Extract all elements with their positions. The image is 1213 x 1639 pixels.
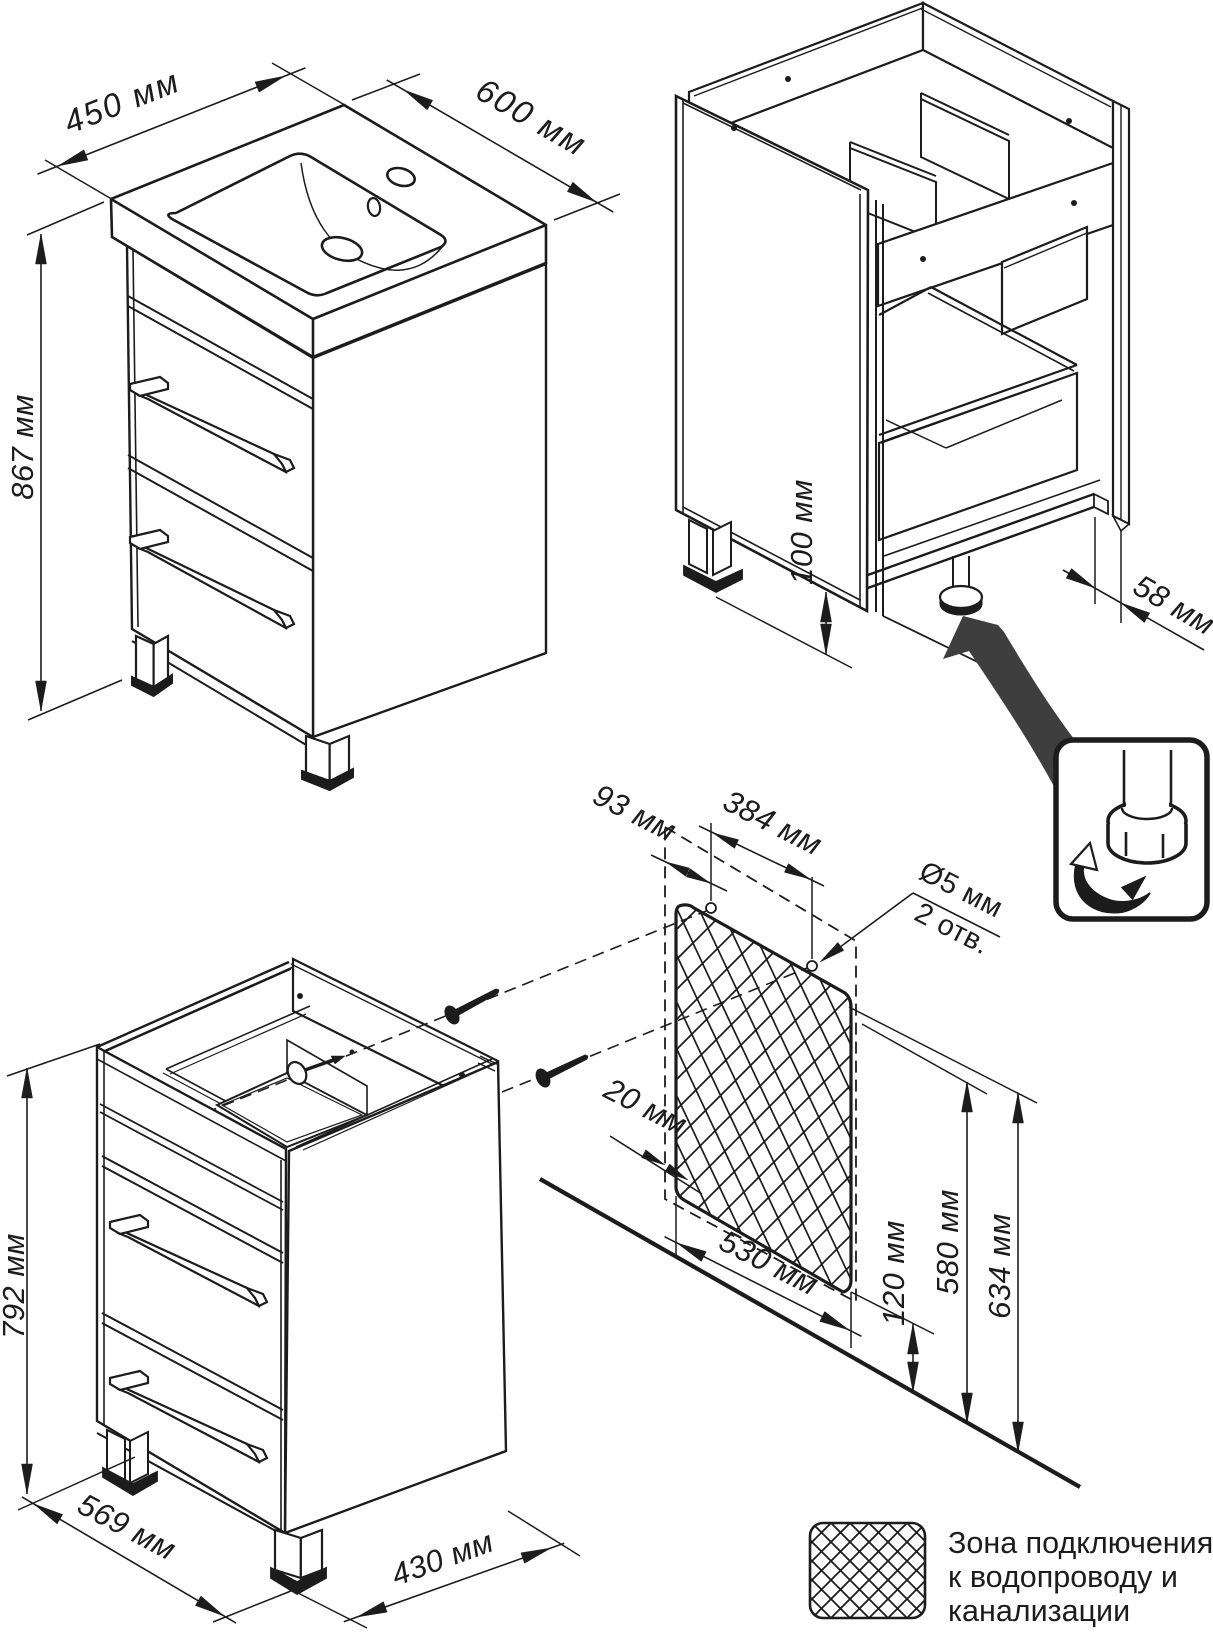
svg-text:634 мм: 634 мм — [982, 1213, 1017, 1319]
svg-text:100 мм: 100 мм — [784, 479, 819, 585]
svg-text:867 мм: 867 мм — [5, 394, 40, 500]
svg-text:580 мм: 580 мм — [930, 1189, 965, 1295]
svg-text:канализации: канализации — [948, 1594, 1130, 1628]
svg-text:120 мм: 120 мм — [876, 1220, 911, 1326]
svg-text:Зона подключения: Зона подключения — [948, 1526, 1213, 1560]
svg-text:к водопроводу и: к водопроводу и — [948, 1560, 1178, 1594]
svg-text:792 мм: 792 мм — [0, 1233, 31, 1339]
